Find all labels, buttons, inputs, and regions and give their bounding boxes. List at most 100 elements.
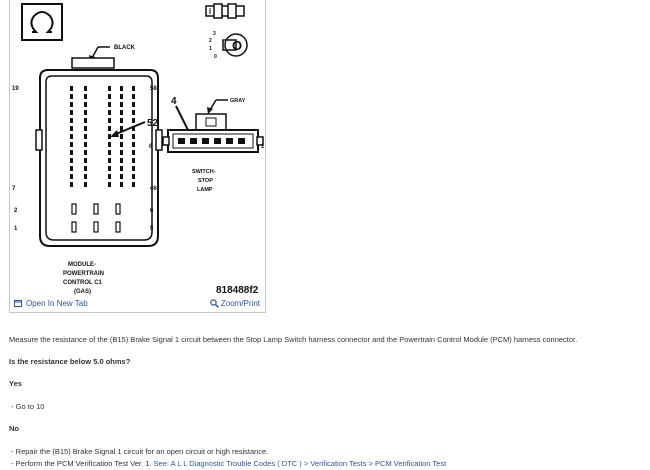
pcm-pin-grid — [70, 86, 135, 233]
probe-icon — [205, 3, 245, 19]
switch-pin-row — [178, 138, 245, 144]
pcm-power-pin — [71, 203, 77, 215]
pcm-verification-link[interactable]: See: A L L Diagnostic Trouble Codes ( DT… — [153, 459, 447, 468]
pcm-connector — [35, 57, 163, 247]
pcm-pin-cavity — [70, 86, 73, 91]
no-action-1-text: Repair the (B15) Brake Signal 1 circuit … — [15, 447, 269, 456]
ignition-key-icon: O 3 2 1 0 — [209, 31, 248, 60]
pcm-pin-cavity — [120, 142, 123, 147]
pcm-power-pin — [115, 203, 121, 215]
pcm-pin-cavity — [132, 166, 135, 171]
switch-label-line2: STOP — [198, 178, 213, 184]
magnifier-icon — [210, 299, 219, 308]
pcm-pin-cavity — [108, 150, 111, 155]
yes-action: - Go to 10 — [9, 402, 44, 411]
pcm-pin-cavity — [70, 182, 73, 187]
pcm-pin-cavity — [132, 94, 135, 99]
pcm-pin-cavity — [132, 174, 135, 179]
pcm-pin-cavity — [120, 174, 123, 179]
no-heading: No — [9, 424, 19, 433]
open-new-tab-link[interactable]: Open In New Tab — [14, 299, 88, 308]
pcm-pin-cavity — [70, 118, 73, 123]
pcm-pin-cavity — [108, 118, 111, 123]
pcm-pin-cavity — [84, 102, 87, 107]
pcm-pin-cavity — [84, 118, 87, 123]
pcm-pin-cavity — [108, 110, 111, 115]
pcm-pin-cavity — [132, 102, 135, 107]
pin-label-4: 4 — [171, 96, 177, 107]
pcm-pin-cavity — [70, 142, 73, 147]
pcm-pin-cavity — [120, 134, 123, 139]
bullet-dash: - — [9, 402, 16, 411]
switch-pin-label-1: 1 — [261, 144, 265, 150]
pcm-pin-cavity — [108, 142, 111, 147]
yes-action-text: Go to 10 — [15, 402, 45, 411]
switch-pin-cavity — [202, 138, 209, 144]
stop-lamp-switch-connector — [162, 113, 264, 153]
pcm-pin-cavity — [108, 182, 111, 187]
pcm-power-pin — [71, 221, 77, 233]
pin-label-6: 6 — [150, 208, 154, 214]
key-num-3: 3 — [213, 31, 216, 37]
pcm-power-pin — [115, 221, 121, 233]
pcm-pin-cavity — [120, 110, 123, 115]
pin-label-5: 5 — [150, 226, 154, 232]
black-label: BLACK — [114, 45, 136, 51]
module-label-line2: POWERTRAIN — [63, 271, 104, 277]
pcm-pin-cavity — [120, 118, 123, 123]
figure-id: 818488f2 — [216, 285, 259, 296]
pin-label-7: 7 — [12, 186, 16, 192]
yes-heading: Yes — [9, 379, 22, 388]
pcm-pin-cavity — [70, 110, 73, 115]
pcm-pin-cavity — [84, 86, 87, 91]
pcm-pin-cavity — [108, 94, 111, 99]
switch-pin-cavity — [226, 138, 233, 144]
zoom-print-label: Zoom/Print — [220, 299, 260, 308]
pcm-pin-cavity — [84, 182, 87, 187]
module-label-line3: CONTROL C1 — [63, 280, 103, 286]
pin-label-1: 1 — [14, 226, 18, 232]
switch-pin-label-6: 6 — [149, 144, 153, 150]
pcm-pin-cavity — [120, 86, 123, 91]
gray-label: GRAY — [230, 98, 246, 104]
pcm-pin-cavity — [120, 150, 123, 155]
pcm-pin-cavity — [84, 174, 87, 179]
pcm-pin-cavity — [120, 94, 123, 99]
instruction-text: Measure the resistance of the (B15) Brak… — [9, 335, 578, 344]
key-num-2: 2 — [209, 38, 212, 44]
pcm-pin-cavity — [108, 126, 111, 131]
pcm-pin-cavity — [84, 134, 87, 139]
pcm-pin-cavity — [132, 134, 135, 139]
diagram-frame: O 3 2 1 0 BLACK 19 58 7 46 2 6 1 5 52 — [9, 0, 266, 313]
switch-label-line1: SWITCH- — [192, 169, 216, 175]
pcm-pin-cavity — [84, 94, 87, 99]
pcm-pin-cavity — [84, 110, 87, 115]
pcm-pin-cavity — [132, 118, 135, 123]
pcm-pin-cavity — [70, 174, 73, 179]
pcm-pin-cavity — [120, 126, 123, 131]
bullet-dash: - — [9, 447, 16, 456]
pcm-pin-cavity — [70, 150, 73, 155]
connector-diagram: O 3 2 1 0 BLACK 19 58 7 46 2 6 1 5 52 — [12, 3, 265, 296]
switch-label-line3: LAMP — [197, 187, 213, 193]
pcm-pin-cavity — [108, 134, 111, 139]
switch-pin-cavity — [178, 138, 185, 144]
pin-label-46: 46 — [150, 186, 157, 192]
open-new-tab-label: Open In New Tab — [26, 299, 88, 308]
diagram-link-bar: Open In New Tab Zoom/Print — [14, 298, 264, 312]
no-action-2: - Perform the PCM Verification Test Ver.… — [9, 459, 446, 468]
no-action-1: - Repair the (B15) Brake Signal 1 circui… — [9, 447, 268, 456]
pcm-pin-cavity — [120, 182, 123, 187]
pcm-pin-cavity — [120, 166, 123, 171]
pcm-pin-cavity — [132, 110, 135, 115]
pcm-pin-cavity — [108, 158, 111, 163]
switch-pin-cavity — [238, 138, 245, 144]
pcm-pin-cavity — [70, 134, 73, 139]
pin-label-52: 52 — [147, 118, 159, 129]
key-num-0: 0 — [214, 54, 217, 60]
pin-label-58: 58 — [150, 86, 157, 92]
zoom-print-link[interactable]: Zoom/Print — [210, 299, 260, 308]
pcm-pin-cavity — [84, 142, 87, 147]
pcm-pin-cavity — [132, 86, 135, 91]
bullet-dash: - — [9, 459, 16, 468]
